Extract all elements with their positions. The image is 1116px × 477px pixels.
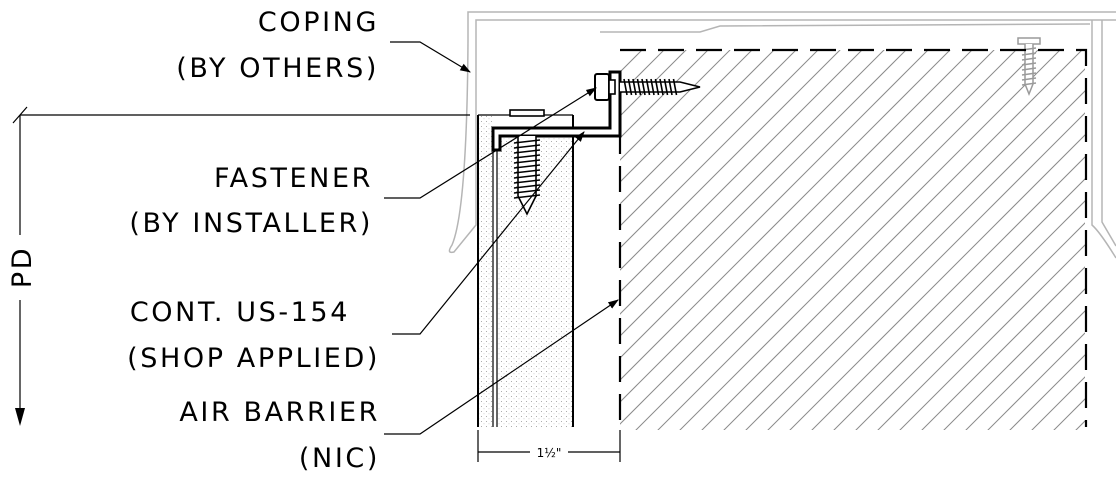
pd-dimension	[12, 106, 28, 426]
cont-label-line1: CONT. US-154	[130, 297, 350, 328]
callout-air-barrier: AIR BARRIER (NIC)	[179, 397, 380, 474]
panel-screw	[509, 109, 545, 216]
wall-hatching	[620, 50, 1085, 430]
fastener-label-line2: (BY INSTALLER)	[129, 208, 373, 239]
coping-label-line1: COPING	[258, 7, 379, 38]
callout-coping: COPING (BY OTHERS)	[176, 7, 379, 84]
air-barrier-label-line2: (NIC)	[299, 443, 380, 474]
pd-dimension-label: PD	[7, 246, 38, 288]
fastener-label-line1: FASTENER	[214, 163, 373, 194]
fastener	[594, 73, 701, 101]
coping-outline	[448, 11, 1116, 259]
cont-label-line2: (SHOP APPLIED)	[127, 343, 380, 374]
air-barrier-label-line1: AIR BARRIER	[179, 397, 380, 428]
leader-lines	[384, 41, 619, 435]
callout-fastener: FASTENER (BY INSTALLER)	[129, 163, 373, 239]
width-dimension-label: 1½"	[537, 446, 562, 460]
coping-screw	[1017, 37, 1041, 97]
air-barrier	[618, 48, 1088, 427]
callout-cont-us154: CONT. US-154 (SHOP APPLIED)	[127, 297, 380, 374]
coping-label-line2: (BY OTHERS)	[176, 53, 379, 84]
width-dimension	[477, 430, 621, 462]
